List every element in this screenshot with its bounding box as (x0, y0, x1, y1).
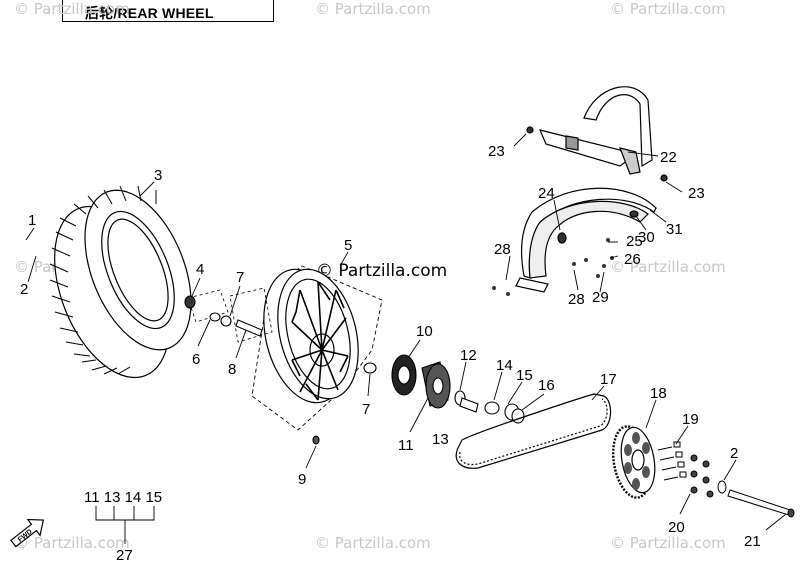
pulley-fasteners (657, 441, 795, 518)
diagram-title: 后轮/REAR WHEEL (85, 5, 214, 21)
callout-10: 10 (416, 323, 433, 340)
rim-drawing (251, 265, 383, 431)
drive-belt (455, 393, 612, 469)
callout-7: 7 (236, 269, 244, 286)
callout-1: 1 (28, 212, 36, 229)
callout-23b: 23 (688, 185, 705, 202)
callout-28b: 28 (568, 291, 585, 308)
callout-19: 19 (682, 411, 699, 428)
rear-fender (492, 187, 657, 296)
hub-assembly (391, 354, 525, 424)
callout-16: 16 (538, 377, 555, 394)
leader-lines (25, 133, 787, 544)
rear-pulley (612, 425, 656, 499)
callout-7b: 7 (362, 401, 370, 418)
watermark-faint: © Partzilla.com (315, 0, 431, 18)
callout-2: 2 (20, 281, 28, 298)
callout-12: 12 (460, 347, 477, 364)
watermark-faint: © Partzilla.com (610, 0, 726, 18)
callout-14: 14 (496, 357, 513, 374)
watermark-faint: © Partzilla.com (610, 534, 726, 552)
callout-9: 9 (298, 471, 306, 488)
callout-25: 25 (626, 233, 643, 250)
callout-24: 24 (538, 185, 555, 202)
callout-23: 23 (488, 143, 505, 160)
pulley-holes (624, 432, 650, 490)
tire-tread (49, 185, 157, 375)
callout-3: 3 (154, 167, 162, 184)
callout-28: 28 (494, 241, 511, 258)
grab-rail (526, 86, 668, 182)
axle-hardware (184, 287, 377, 445)
callout-17: 17 (600, 371, 617, 388)
callout-29: 29 (592, 289, 609, 306)
rim-spokes (291, 281, 349, 401)
callout-15: 15 (516, 367, 533, 384)
callout-13: 13 (432, 431, 449, 448)
callout-2b: 2 (730, 445, 738, 462)
watermark-main: © Partzilla.com (316, 261, 447, 281)
watermark-faint: © Partzilla.com (610, 258, 726, 276)
callout-5: 5 (344, 237, 352, 254)
callout-6: 6 (192, 351, 200, 368)
callout-30: 30 (638, 229, 655, 246)
callout-20: 20 (668, 519, 685, 536)
kit-items-label: 11 13 14 15 (84, 489, 162, 506)
title-box: 后轮/REAR WHEEL (62, 0, 274, 22)
callout-18: 18 (650, 385, 667, 402)
callout-labels: 1 2 3 4 7 5 6 8 7 9 10 11 12 13 14 15 16… (20, 143, 761, 564)
callout-21: 21 (744, 533, 761, 550)
watermark-faint: © Partzilla.com (14, 0, 130, 18)
callout-31: 31 (666, 221, 683, 238)
kit-total-label: 27 (116, 547, 133, 564)
callout-8: 8 (228, 361, 236, 378)
callout-4: 4 (196, 261, 204, 278)
callout-11: 11 (398, 437, 414, 454)
tire-drawing (49, 185, 192, 379)
callout-26: 26 (624, 251, 641, 268)
callout-22: 22 (660, 149, 677, 166)
watermark-faint: © Partzilla.com (14, 534, 130, 552)
watermark-faint: © Partzilla.com (315, 534, 431, 552)
